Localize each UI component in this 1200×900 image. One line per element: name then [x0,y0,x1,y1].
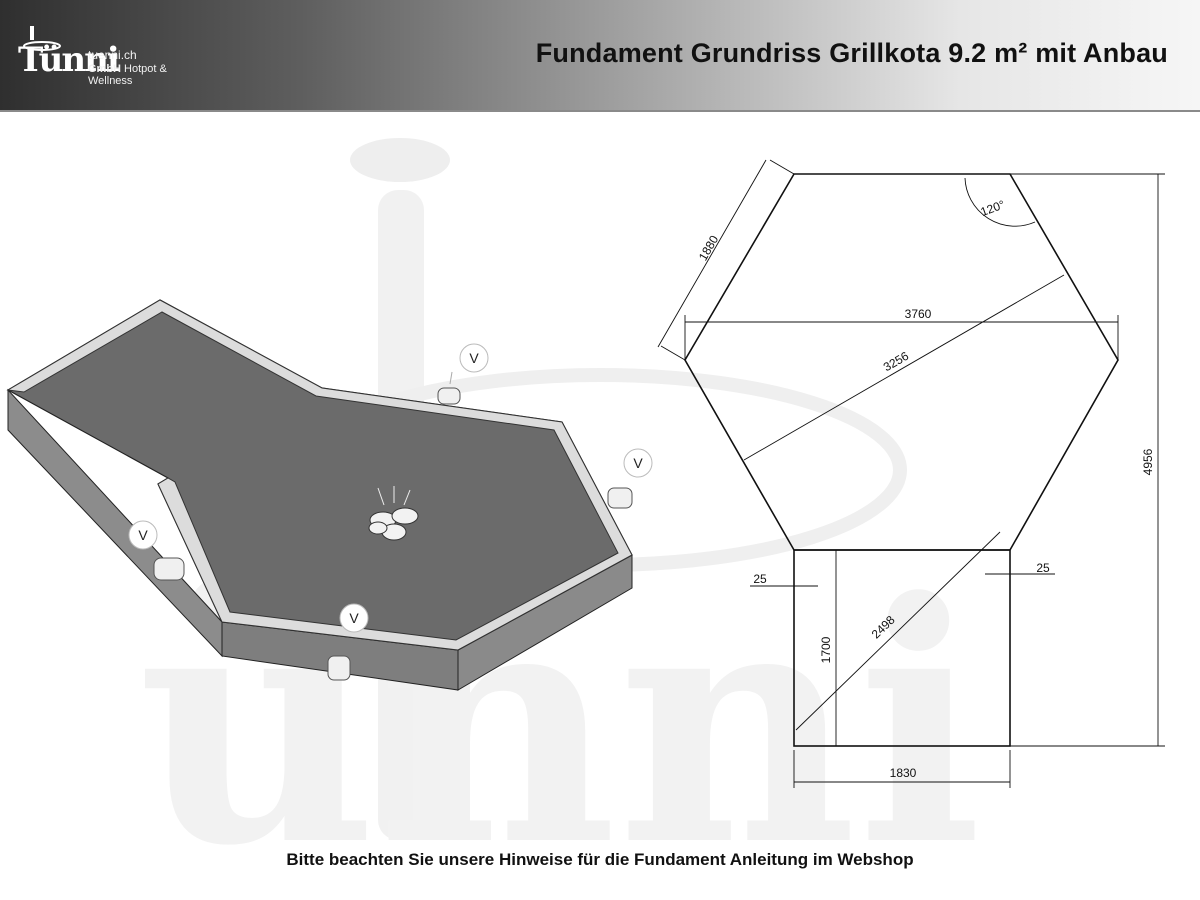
valve-label-1: V [469,350,479,366]
dim-across-corners-label: 3760 [905,307,932,321]
drawing-canvas: ünni V V [6,138,1165,850]
logo-company-bold: GmbH [88,63,121,75]
dim-offset-left-label: 25 [753,572,767,586]
foundation-3d-model: V V V V [6,299,653,691]
valve-4: V [327,603,369,681]
drain-fitting [368,486,419,541]
annex-outline [793,549,1011,747]
dim-offset-left [750,560,818,592]
hot-tub-logo-icon [23,26,61,51]
dim-total-length-label: 4956 [1141,448,1155,475]
dim-annex-width [793,750,1011,788]
logo-company: GmbH Hotpot & Wellness [88,63,212,87]
dim-offset-right-label: 25 [1036,561,1050,575]
dim-side-length-label: 1880 [696,233,722,263]
angle-arc [964,177,1036,227]
logo-domain: tuenni.ch [88,48,137,62]
dim-across-corners [684,315,1119,360]
valve-2: V [607,448,653,509]
dim-total-length [1010,173,1165,747]
valve-1: V [437,343,489,405]
dim-annex-depth-label: 1700 [819,636,833,663]
footer-note: Bitte beachten Sie unsere Hinweise für d… [286,850,914,869]
page-title: Fundament Grundriss Grillkota 9.2 m² mit… [535,38,1168,68]
dim-across-flats [743,274,1065,461]
dim-side-length [657,159,795,361]
angle-label: 120° [979,197,1007,219]
floor-plan: 1880 3760 3256 120° 4956 25 [657,159,1165,788]
logo-wordmark: Tünni [18,40,120,80]
valve-label-4: V [349,610,359,626]
valve-label-3: V [138,527,148,543]
header-banner: Tünni tuenni.ch GmbH Hotpot & Wellness F… [0,0,1200,112]
valve-3: V [128,520,185,581]
dim-annex-diagonal [795,531,1001,731]
dim-annex-width-label: 1830 [890,766,917,780]
logo-company-rest: Hotpot & Wellness [88,63,167,87]
valve-label-2: V [633,455,643,471]
company-logo[interactable]: Tünni tuenni.ch GmbH Hotpot & Wellness [12,26,212,87]
dim-across-flats-label: 3256 [881,349,911,375]
